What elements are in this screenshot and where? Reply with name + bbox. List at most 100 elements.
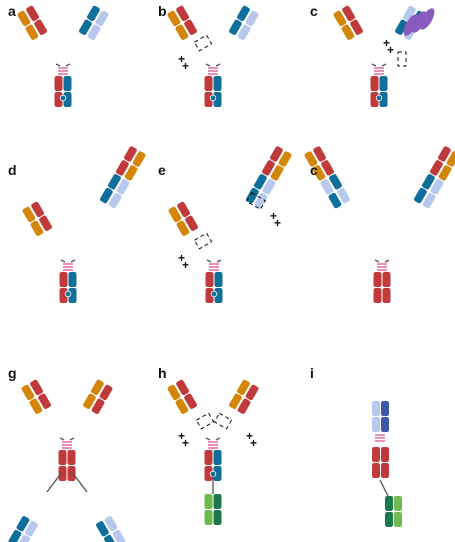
right-top-domain xyxy=(381,401,389,416)
left-fab-outer-domain xyxy=(176,220,190,236)
left-linker xyxy=(46,471,63,493)
left-fab-inner-domain xyxy=(321,160,334,176)
left-fab-inner-domain xyxy=(350,19,363,35)
left-hinge-link xyxy=(371,63,377,67)
left-fab-outer-domain xyxy=(167,10,181,27)
right-fab-inner-domain xyxy=(108,174,121,190)
left-fab-outer-domain xyxy=(304,151,318,167)
right-fab-inner-domain xyxy=(403,5,416,22)
right-fab-outer-domain xyxy=(116,179,130,195)
positive-charge-icon: + xyxy=(270,209,277,223)
left-fab-outer-domain xyxy=(17,10,31,27)
panel-h-antibody: ++++ xyxy=(167,379,259,525)
left-hinge-link xyxy=(59,437,65,441)
left-fab-inner-domain xyxy=(313,146,326,162)
right-green-domain xyxy=(213,494,222,509)
fc-left-domain xyxy=(205,288,214,303)
fc-left-domain xyxy=(59,272,68,287)
right-fab-inner-domain xyxy=(229,393,242,409)
positive-charge-icon: + xyxy=(178,429,185,443)
fc-right-domain xyxy=(382,288,391,303)
positive-charge-icon: + xyxy=(246,429,253,443)
panel-g-label: g xyxy=(8,365,17,381)
left-fab-inner-domain xyxy=(342,5,355,22)
right-fab-outer-domain xyxy=(278,151,292,167)
engineered-region-marker xyxy=(213,412,233,430)
fc-left-domain xyxy=(373,272,382,287)
panel-c2-label: c xyxy=(310,162,318,178)
right-fab-outer-domain xyxy=(108,192,122,209)
right-hinge-link xyxy=(381,63,387,67)
fc-right-domain xyxy=(67,466,76,481)
right-fab-outer-domain xyxy=(87,24,101,40)
right-hinge-link xyxy=(215,437,221,441)
fc-right-domain xyxy=(213,92,222,107)
fc-right-domain xyxy=(213,76,222,91)
right-fab-inner-domain xyxy=(229,19,242,35)
right-fab-inner-domain xyxy=(438,146,451,162)
positive-charge-icon: + xyxy=(182,436,189,450)
left-scfv-outer-domain xyxy=(25,521,38,537)
right-fab-outer-domain xyxy=(446,151,455,167)
right-fab-inner-domain xyxy=(100,187,113,204)
right-fab-outer-domain xyxy=(132,151,146,167)
positive-charge-icon: + xyxy=(182,258,189,272)
left-fab-outer-domain xyxy=(29,398,43,414)
fc-left-domain xyxy=(373,288,382,303)
left-top-domain xyxy=(372,417,380,432)
fc-right-domain xyxy=(213,450,222,465)
right-fc-domain xyxy=(381,463,389,478)
left-scfv-inner-domain xyxy=(8,529,22,542)
fc-right-domain xyxy=(68,272,77,287)
fc-left-domain xyxy=(54,76,63,91)
right-fab-outer-domain xyxy=(254,192,268,209)
left-hinge-link xyxy=(55,63,61,67)
right-fab-inner-domain xyxy=(237,379,250,396)
positive-charge-icon: + xyxy=(178,251,185,265)
right-green-domain xyxy=(213,510,222,525)
right-hinge-link xyxy=(65,63,71,67)
left-fab-inner-domain xyxy=(31,201,44,218)
fc-right-domain xyxy=(214,272,223,287)
right-fab-outer-domain xyxy=(95,10,109,27)
engineered-region-marker xyxy=(245,191,267,211)
left-hinge-link xyxy=(374,259,380,263)
positive-charge-icon: + xyxy=(383,36,390,50)
right-green-domain xyxy=(394,512,402,527)
left-fab-outer-domain xyxy=(30,220,44,236)
positive-charge-icon: + xyxy=(182,59,189,73)
left-fc-domain xyxy=(372,447,380,462)
right-linker xyxy=(71,471,88,493)
right-fab-inner-domain xyxy=(79,19,92,35)
fc-left-domain xyxy=(59,288,68,303)
fc-left-domain xyxy=(204,450,213,465)
left-fab-inner-domain xyxy=(177,201,190,218)
right-fab-inner-domain xyxy=(237,5,250,22)
fc-right-domain xyxy=(382,272,391,287)
left-fab-inner-domain xyxy=(26,5,39,22)
right-fab-outer-domain xyxy=(237,398,251,414)
panel-a-antibody xyxy=(17,5,109,107)
right-fab-outer-domain xyxy=(270,165,284,181)
right-hinge-link xyxy=(69,437,75,441)
left-hinge-link xyxy=(205,437,211,441)
right-fab-outer-domain xyxy=(237,24,251,40)
left-fab-inner-domain xyxy=(337,187,350,204)
left-fab-inner-domain xyxy=(184,393,197,409)
knob-into-hole-icon xyxy=(59,94,67,102)
left-green-domain xyxy=(204,510,213,525)
right-scfv-inner-domain xyxy=(112,529,126,542)
right-fab-inner-domain xyxy=(430,160,443,176)
knob-into-hole-icon xyxy=(64,290,72,298)
right-fab-inner-domain xyxy=(246,187,259,204)
left-fab-inner-domain xyxy=(329,174,342,190)
right-fab-outer-domain xyxy=(245,384,259,401)
fc-right-domain xyxy=(67,450,76,465)
panel-d-antibody xyxy=(22,146,146,303)
right-fab-inner-domain xyxy=(83,393,96,409)
left-fc-domain xyxy=(372,463,380,478)
left-green-domain xyxy=(204,494,213,509)
fc-left-domain xyxy=(58,450,67,465)
right-fab-inner-domain xyxy=(254,174,267,190)
